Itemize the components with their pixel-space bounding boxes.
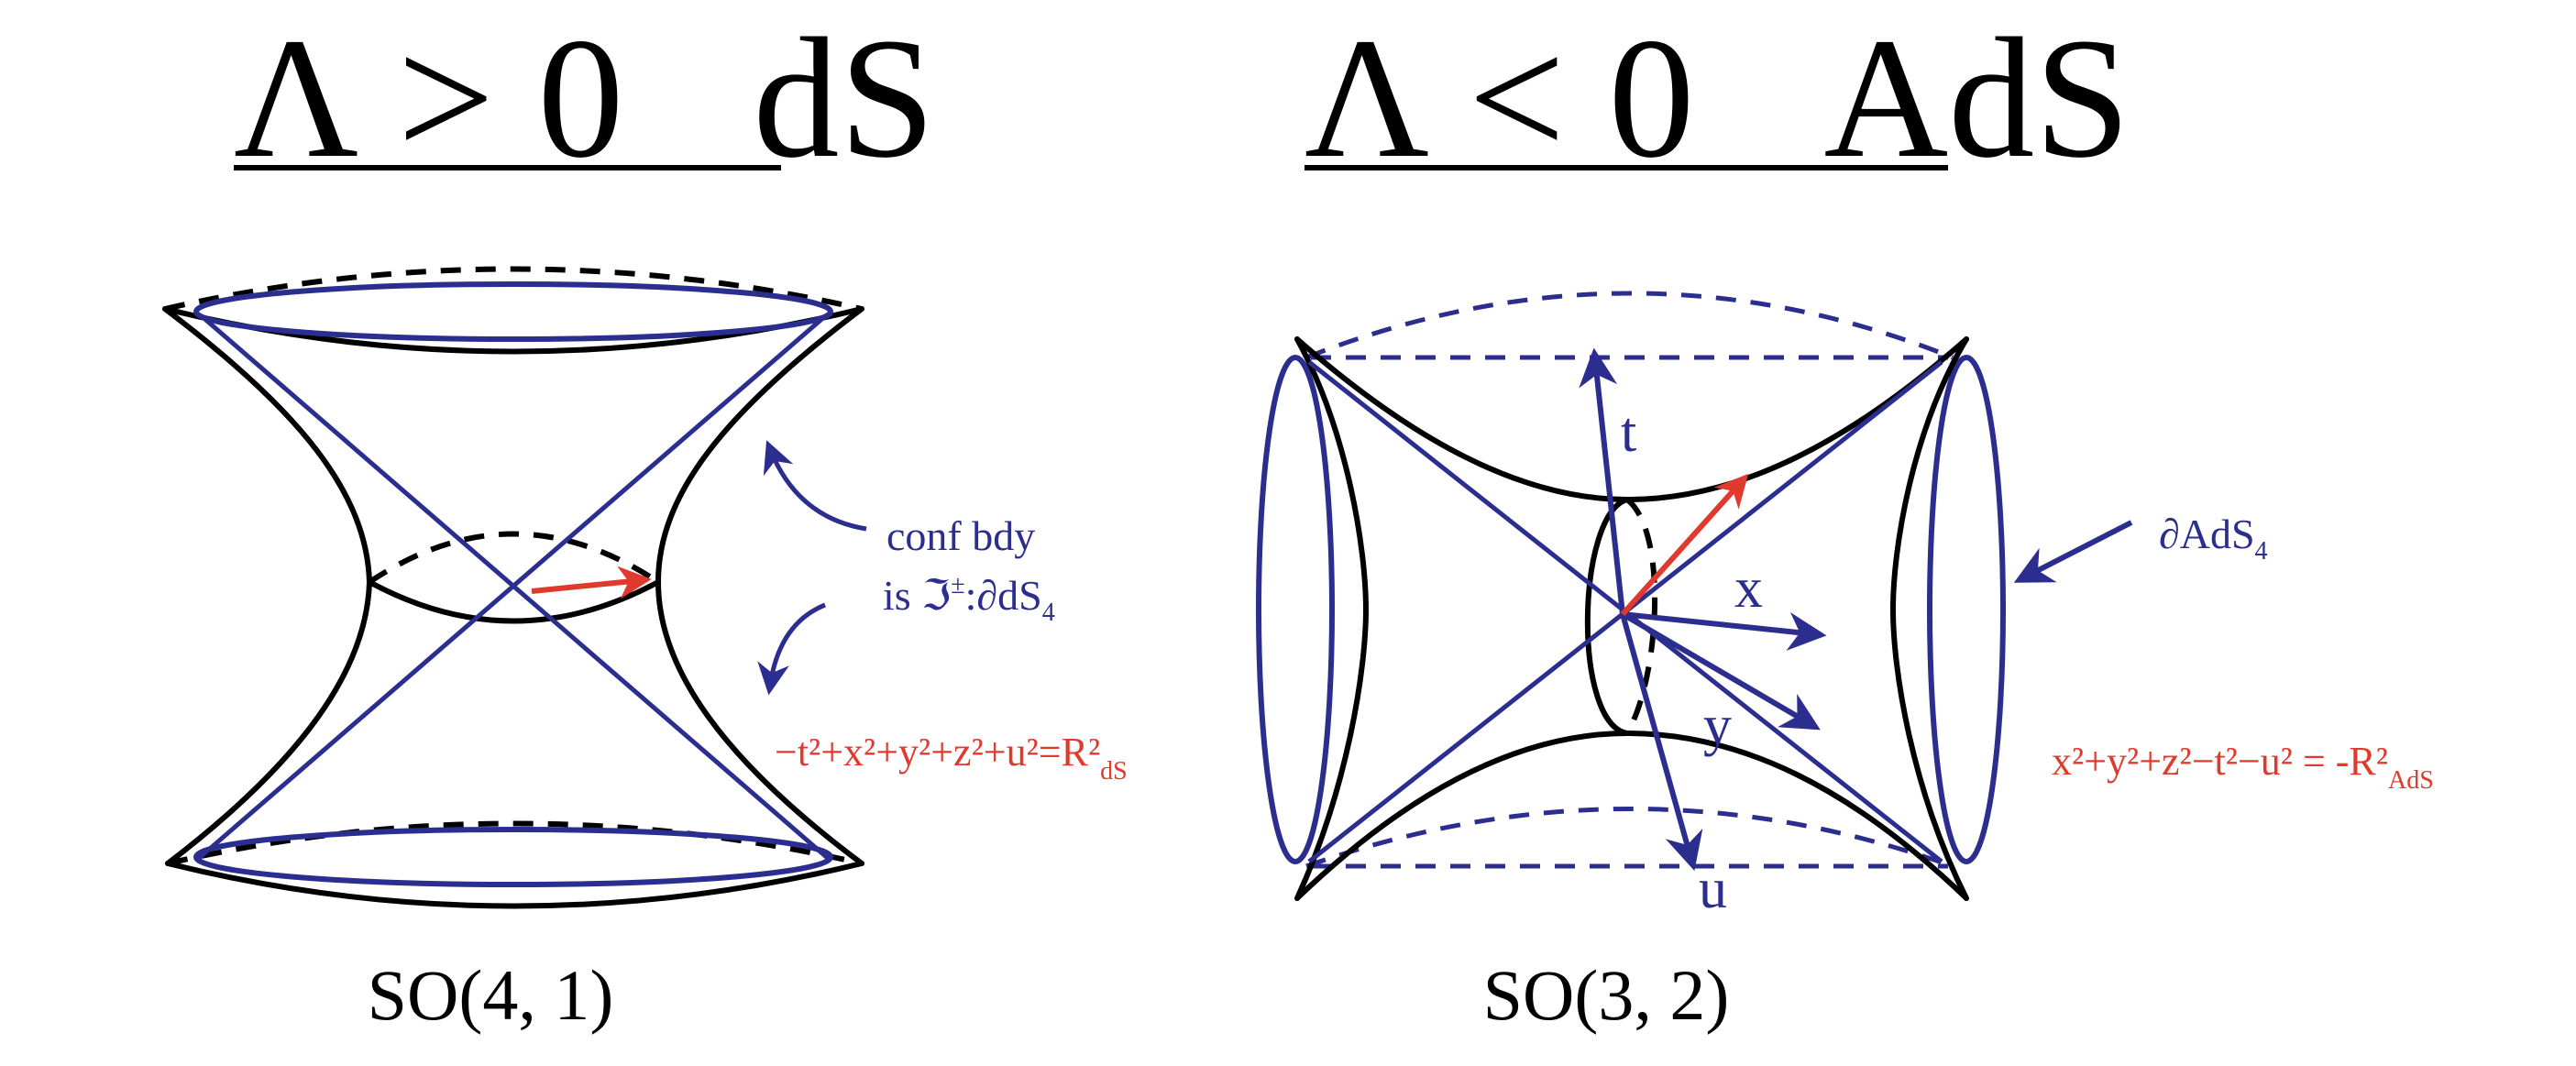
ads-axes [1579,347,1827,872]
ads-bottom-curve [1294,730,1969,901]
ds-red-vector [531,566,652,599]
ads-axis-y-label: y [1703,695,1732,757]
ads-axis-t-label: t [1621,401,1636,464]
ads-boundary-right [1927,355,2006,864]
ds-waist-front [367,579,661,624]
ds-annotation-line1: conf bdy [886,512,1035,559]
ds-waist-back [368,531,660,585]
ds-bottom-rim-front [165,861,864,909]
ds-bottom-rim-back [167,820,863,866]
ads-boundary-label: ∂AdS4 [2159,511,2268,566]
ads-axis-x-label: x [1734,557,1763,620]
ds-top-rim-back [164,266,863,312]
ds-lightcone-line-2 [195,314,827,862]
ads-bottom-arc [1305,807,1954,869]
ds-panel: Λ > 0 dS conf bd [162,2,1128,1035]
ads-axis-u-label: u [1699,858,1727,920]
ds-right-side [655,306,864,866]
ds-curved-arrow-up [763,440,867,532]
ads-axis-y-arrow [1621,611,1821,731]
ads-axis-t-arrow [1579,347,1625,615]
ads-hyperboloid: t x y u [1256,291,2006,920]
ads-axis-x-arrow [1622,611,1827,651]
ads-boundary-left [1256,355,1335,864]
ds-boundary-top [193,281,833,342]
ds-left-side [162,306,373,866]
ads-title: Λ < 0 AdS [1305,2,2130,193]
ads-top-arc [1305,291,1954,360]
ads-left-edge [1294,336,1370,901]
ds-equation: −t²+x²+y²+z²+u²=R²dS [775,730,1128,786]
ds-boundary-bottom [193,827,833,887]
ads-throat-back [1624,497,1658,735]
ads-group-label: SO(3, 2) [1483,955,1730,1035]
ds-group-label: SO(4, 1) [368,955,614,1035]
ads-right-edge [1889,336,1969,901]
ds-hyperboloid [162,266,864,909]
ads-equation: x²+y²+z²−t²−u² = -R²AdS [2052,739,2434,795]
ads-boundary-arrow [2013,520,2133,583]
ads-panel: Λ < 0 AdS [1256,2,2434,1035]
ds-curved-arrow-down [757,602,826,696]
ds-lightcone-line-1 [200,314,831,862]
ds-annotation-line2: is ℑ±:∂dS4 [883,571,1055,627]
ds-title: Λ > 0 dS [234,2,935,193]
ads-axis-u-arrow [1620,613,1703,872]
ads-red-vector [1620,473,1749,617]
